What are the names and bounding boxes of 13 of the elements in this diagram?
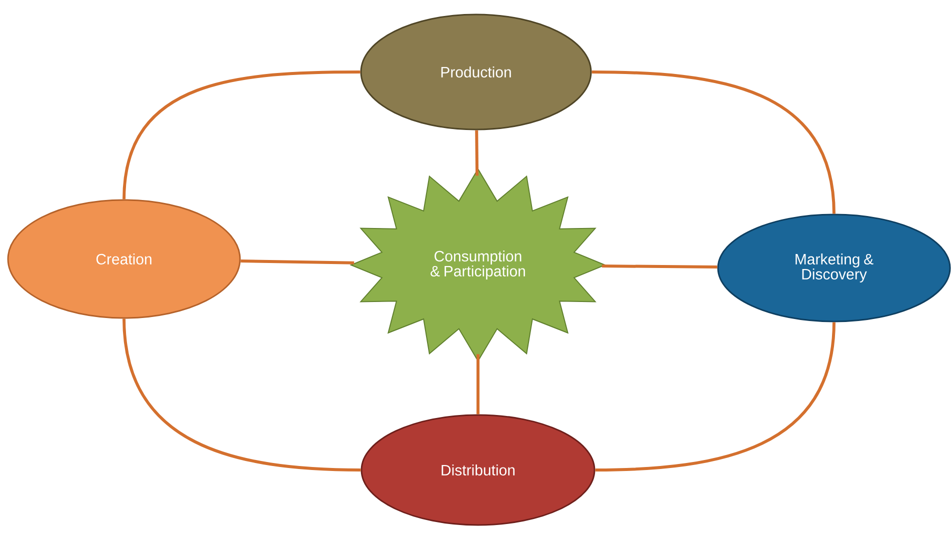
connector-line bbox=[476, 354, 480, 414]
ellipse-node: Production bbox=[360, 14, 592, 130]
connector-line bbox=[595, 322, 836, 472]
ellipse-node: Marketing & Discovery bbox=[717, 214, 951, 322]
connector-line bbox=[240, 259, 354, 264]
connector-line bbox=[122, 318, 361, 472]
connector-line bbox=[122, 70, 360, 200]
connector-line bbox=[475, 130, 479, 176]
connector-line bbox=[592, 70, 836, 214]
starburst: Consumption & Participation bbox=[350, 168, 606, 362]
connector-line bbox=[602, 264, 718, 268]
ellipse-node: Distribution bbox=[360, 414, 596, 526]
ellipse-node: Creation bbox=[7, 199, 241, 319]
